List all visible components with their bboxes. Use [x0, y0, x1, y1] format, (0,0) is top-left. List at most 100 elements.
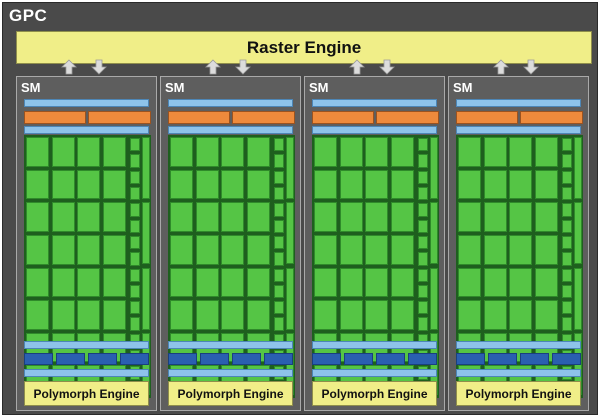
cuda-core: [314, 169, 337, 200]
cuda-core: [483, 300, 507, 330]
down-arrow-icon: [91, 59, 107, 75]
ld-st-unit: [130, 333, 140, 348]
polymorph-engine: Polymorph Engine: [24, 381, 149, 406]
ld-st-unit: [130, 186, 140, 201]
texture-unit: [120, 353, 149, 365]
texture-unit: [456, 353, 485, 365]
cuda-core: [102, 300, 126, 330]
cuda-core: [339, 267, 363, 298]
register-file: [24, 126, 149, 134]
cuda-core: [195, 202, 219, 232]
cuda-core: [195, 234, 219, 265]
sm-label: SM: [453, 80, 473, 95]
ld-st-unit: [130, 154, 140, 168]
cuda-core: [483, 137, 507, 167]
ld-st-unit: [418, 268, 428, 282]
sfu-unit: [142, 267, 150, 330]
interconnect-network: [456, 341, 581, 349]
cuda-core: [246, 267, 270, 298]
instruction-cache: [24, 99, 149, 107]
texture-unit: [168, 353, 197, 365]
sfu-unit: [142, 137, 150, 199]
cuda-core: [195, 267, 219, 298]
cuda-core: [390, 202, 414, 232]
ld-st-unit: [274, 138, 284, 152]
ld-st-unit: [130, 317, 140, 331]
down-arrow-icon: [379, 59, 395, 75]
cuda-core: [458, 202, 481, 232]
sfu-unit: [574, 137, 582, 199]
cuda-core: [26, 137, 49, 167]
cuda-core: [483, 267, 507, 298]
cuda-core: [534, 137, 558, 167]
cuda-core: [195, 169, 219, 200]
ld-st-unit: [274, 301, 284, 315]
cuda-core: [483, 234, 507, 265]
warp-scheduler: [232, 111, 295, 124]
ld-st-unit: [130, 268, 140, 282]
up-arrow-icon: [493, 59, 509, 75]
cuda-core: [458, 234, 481, 265]
ld-st-unit: [562, 333, 572, 348]
down-arrow-icon: [235, 59, 251, 75]
cuda-core: [102, 234, 126, 265]
ld-st-unit: [274, 154, 284, 168]
cuda-core: [390, 267, 414, 298]
cuda-core: [534, 267, 558, 298]
cuda-core: [509, 137, 532, 167]
ld-st-unit: [418, 170, 428, 184]
texture-unit: [56, 353, 85, 365]
texture-cache: [24, 369, 149, 377]
sfu-unit: [430, 202, 438, 265]
warp-scheduler: [312, 111, 374, 124]
cuda-core: [170, 202, 193, 232]
cuda-core: [51, 202, 75, 232]
ld-st-unit: [274, 268, 284, 282]
cuda-core: [339, 137, 363, 167]
sfu-unit: [430, 267, 438, 330]
cuda-core: [77, 169, 100, 200]
ld-st-unit: [130, 301, 140, 315]
cuda-core: [458, 169, 481, 200]
polymorph-engine: Polymorph Engine: [312, 381, 437, 406]
register-file: [168, 126, 293, 134]
ld-st-unit: [274, 317, 284, 331]
cuda-core: [534, 169, 558, 200]
instruction-cache: [312, 99, 437, 107]
cuda-core: [170, 234, 193, 265]
cuda-core: [246, 202, 270, 232]
ld-st-unit: [418, 333, 428, 348]
texture-unit: [376, 353, 405, 365]
ld-st-unit: [274, 235, 284, 250]
up-arrow-icon: [349, 59, 365, 75]
texture-cache: [168, 369, 293, 377]
polymorph-engine: Polymorph Engine: [456, 381, 581, 406]
cuda-core: [170, 267, 193, 298]
ld-st-unit: [418, 203, 428, 217]
instruction-cache: [456, 99, 581, 107]
texture-unit: [200, 353, 229, 365]
cuda-core: [77, 202, 100, 232]
sfu-unit: [574, 267, 582, 330]
cuda-core: [102, 267, 126, 298]
ld-st-unit: [562, 235, 572, 250]
cuda-core: [170, 169, 193, 200]
cuda-core: [390, 300, 414, 330]
sfu-unit: [286, 202, 294, 265]
warp-scheduler: [456, 111, 518, 124]
ld-st-unit: [418, 138, 428, 152]
texture-cache: [456, 369, 581, 377]
cuda-core: [509, 169, 532, 200]
cuda-core: [26, 234, 49, 265]
cuda-core: [365, 234, 388, 265]
cuda-core: [314, 234, 337, 265]
texture-unit: [488, 353, 517, 365]
instruction-cache: [168, 99, 293, 107]
cuda-core: [365, 267, 388, 298]
ld-st-unit: [562, 219, 572, 233]
cuda-core: [314, 300, 337, 330]
ld-st-unit: [418, 186, 428, 201]
